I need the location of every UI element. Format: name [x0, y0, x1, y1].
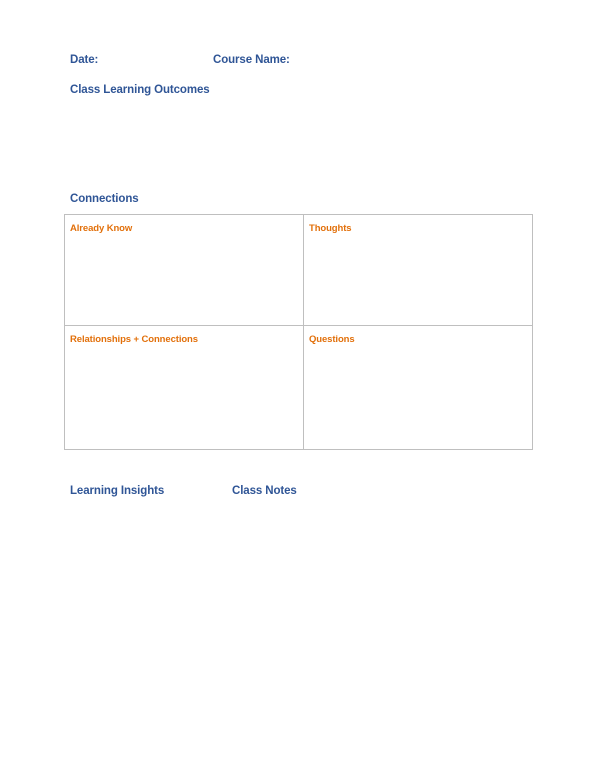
quadrant-relationships-connections[interactable]: Relationships + Connections — [65, 326, 304, 449]
quadrant-questions[interactable]: Questions — [304, 326, 532, 449]
learning-insights-label: Learning Insights — [70, 485, 165, 497]
date-field[interactable]: Date: — [70, 50, 213, 68]
class-learning-outcomes-heading: Class Learning Outcomes — [70, 84, 210, 96]
quadrant-label-thoughts: Thoughts — [309, 223, 352, 234]
class-notes-label: Class Notes — [232, 485, 297, 497]
quadrant-label-questions: Questions — [309, 334, 355, 345]
class-notes-field[interactable]: Class Notes — [232, 481, 297, 499]
header-fields-row: Date: Course Name: — [70, 50, 530, 68]
class-learning-outcomes-writing-area[interactable] — [70, 102, 532, 188]
connections-grid: Already Know Thoughts Relationships + Co… — [64, 214, 533, 450]
connections-heading: Connections — [70, 193, 139, 205]
quadrant-already-know[interactable]: Already Know — [65, 215, 304, 326]
course-name-label: Course Name: — [213, 54, 290, 66]
date-label: Date: — [70, 54, 99, 66]
footer-fields-row: Learning Insights Class Notes — [70, 481, 530, 499]
quadrant-label-relationships-connections: Relationships + Connections — [70, 334, 198, 345]
quadrant-label-already-know: Already Know — [70, 223, 133, 234]
footer-writing-area[interactable] — [70, 502, 532, 742]
quadrant-thoughts[interactable]: Thoughts — [304, 215, 532, 326]
learning-insights-field[interactable]: Learning Insights — [70, 481, 232, 499]
course-name-field[interactable]: Course Name: — [213, 50, 290, 68]
